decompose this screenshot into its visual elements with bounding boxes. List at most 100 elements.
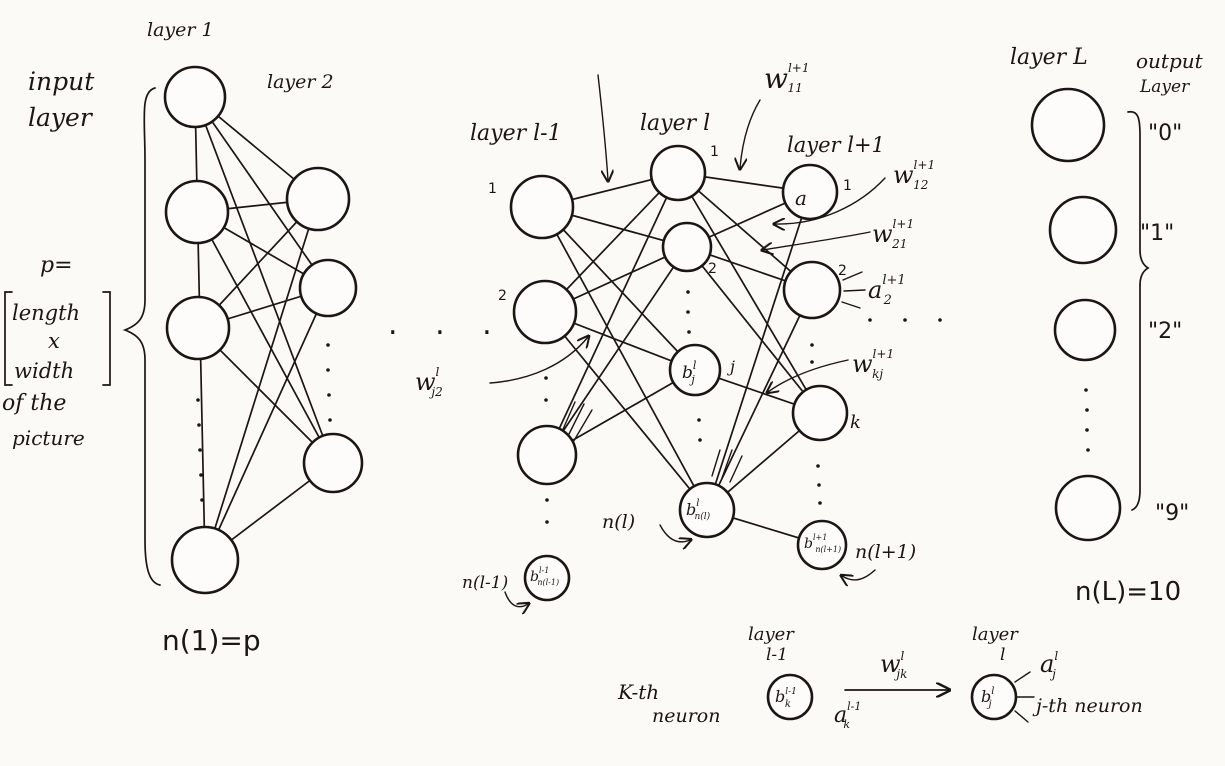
idx-next-1: 1 [843,178,852,194]
middle-network: layer l-1 layer l layer l+1 1 2 1 2 j 1 … [415,61,942,607]
layer-prev-label: layer l-1 [470,121,562,146]
n-next-label: n(l+1) [855,541,916,563]
output-network: layer L output Layer "0" "1" "2" "9" n(L… [1010,45,1204,607]
output-neuron-2 [1053,298,1117,362]
bias-neuron-next [796,519,848,571]
n-prev-label: n(l-1) [462,573,508,593]
legend-prev-layer-1: layer [748,624,795,645]
w11-right-arrow [740,99,761,168]
input-layer-label-1: input [28,67,95,96]
neuron-cur-1 [649,144,707,202]
neuron-cur-nl [678,481,736,539]
input-layer-label-2: layer [28,103,94,132]
output-label-2: Layer [1139,77,1190,97]
legend-prev-layer-2: l-1 [766,645,788,665]
output-neuron-9 [1054,474,1122,542]
left-vertical-dots [196,343,332,502]
legend-kth-1: K-th [617,680,659,704]
idx-next-2: 2 [838,263,847,279]
legend-neuron-k [766,673,814,721]
idx-next-k: k [850,412,861,433]
class-0-label: "0" [1148,121,1182,146]
output-brace-top [1127,110,1150,286]
layer-next-label: layer l+1 [787,133,885,157]
input-neuron-1 [163,65,227,129]
neuron-prev-2 [512,279,578,345]
matrix-width: width [14,359,74,383]
legend-jth-neuron: j-th neuron [1032,695,1143,717]
matrix-times: x [48,329,60,353]
hidden-neuron-n [302,432,364,494]
bias-neuron-prev [523,554,571,602]
input-brace [122,87,161,586]
input-neuron-3 [165,295,231,361]
w11-arrow [597,74,608,180]
layer-1-label: layer 1 [147,19,214,41]
legend-neuron-j [970,673,1018,721]
idx-cur-1: 1 [710,144,719,160]
neuron-cur-j [668,343,722,397]
wj2-arrow [489,337,588,384]
wkj-arrow [768,359,849,392]
legend-cur-layer-1: layer [972,624,1019,645]
matrix-bracket-left [4,291,13,386]
picture-label-1: of the [2,391,66,416]
neuron-next-1 [781,163,839,221]
output-neuron-1 [1048,195,1118,265]
output-brace-bottom [1131,284,1141,511]
hidden-neuron-1 [285,166,351,232]
input-neuron-2 [164,179,230,245]
hidden-neuron-2 [298,258,358,318]
output-vertical-dots [1084,388,1090,452]
node-a1-label: a [795,186,807,210]
idx-prev-1: 1 [488,181,497,197]
n1-count: n(1)=p [162,624,261,657]
neuron-prev-1 [509,174,575,240]
output-neuron-0 [1030,87,1106,163]
class-9-label: "9" [1155,501,1189,526]
layer-ellipsis: . . . [388,307,506,342]
idx-cur-j: j [727,357,735,376]
matrix-length: length [12,301,80,325]
layer-2-label: layer 2 [267,71,334,93]
idx-prev-2: 2 [498,288,507,304]
picture-label-2: picture [12,426,85,450]
legend-cur-layer-2: l [1000,645,1005,665]
neuron-cur-2 [661,221,713,273]
neuron-next-2 [782,260,842,320]
class-2-label: "2" [1148,319,1182,344]
class-1-label: "1" [1140,221,1174,246]
nL-count: n(L)=10 [1075,577,1181,607]
input-neuron-p [170,525,240,595]
layer-cur-label: layer l [640,111,710,136]
layer-L-label: layer L [1010,45,1088,70]
nnext-arrow [842,569,876,580]
neuron-prev-3 [516,424,578,486]
n-cur-label: n(l) [602,511,635,533]
legend-kth-2: neuron [652,705,720,727]
w12-arrow [775,177,886,224]
neuron-next-k [791,384,849,442]
w21-arrow [763,231,871,250]
output-label-1: output [1136,49,1204,73]
p-label: p= [40,253,73,278]
nl-arrow [659,524,690,542]
matrix-bracket-right [102,291,111,386]
middle-vertical-dots [544,290,942,524]
